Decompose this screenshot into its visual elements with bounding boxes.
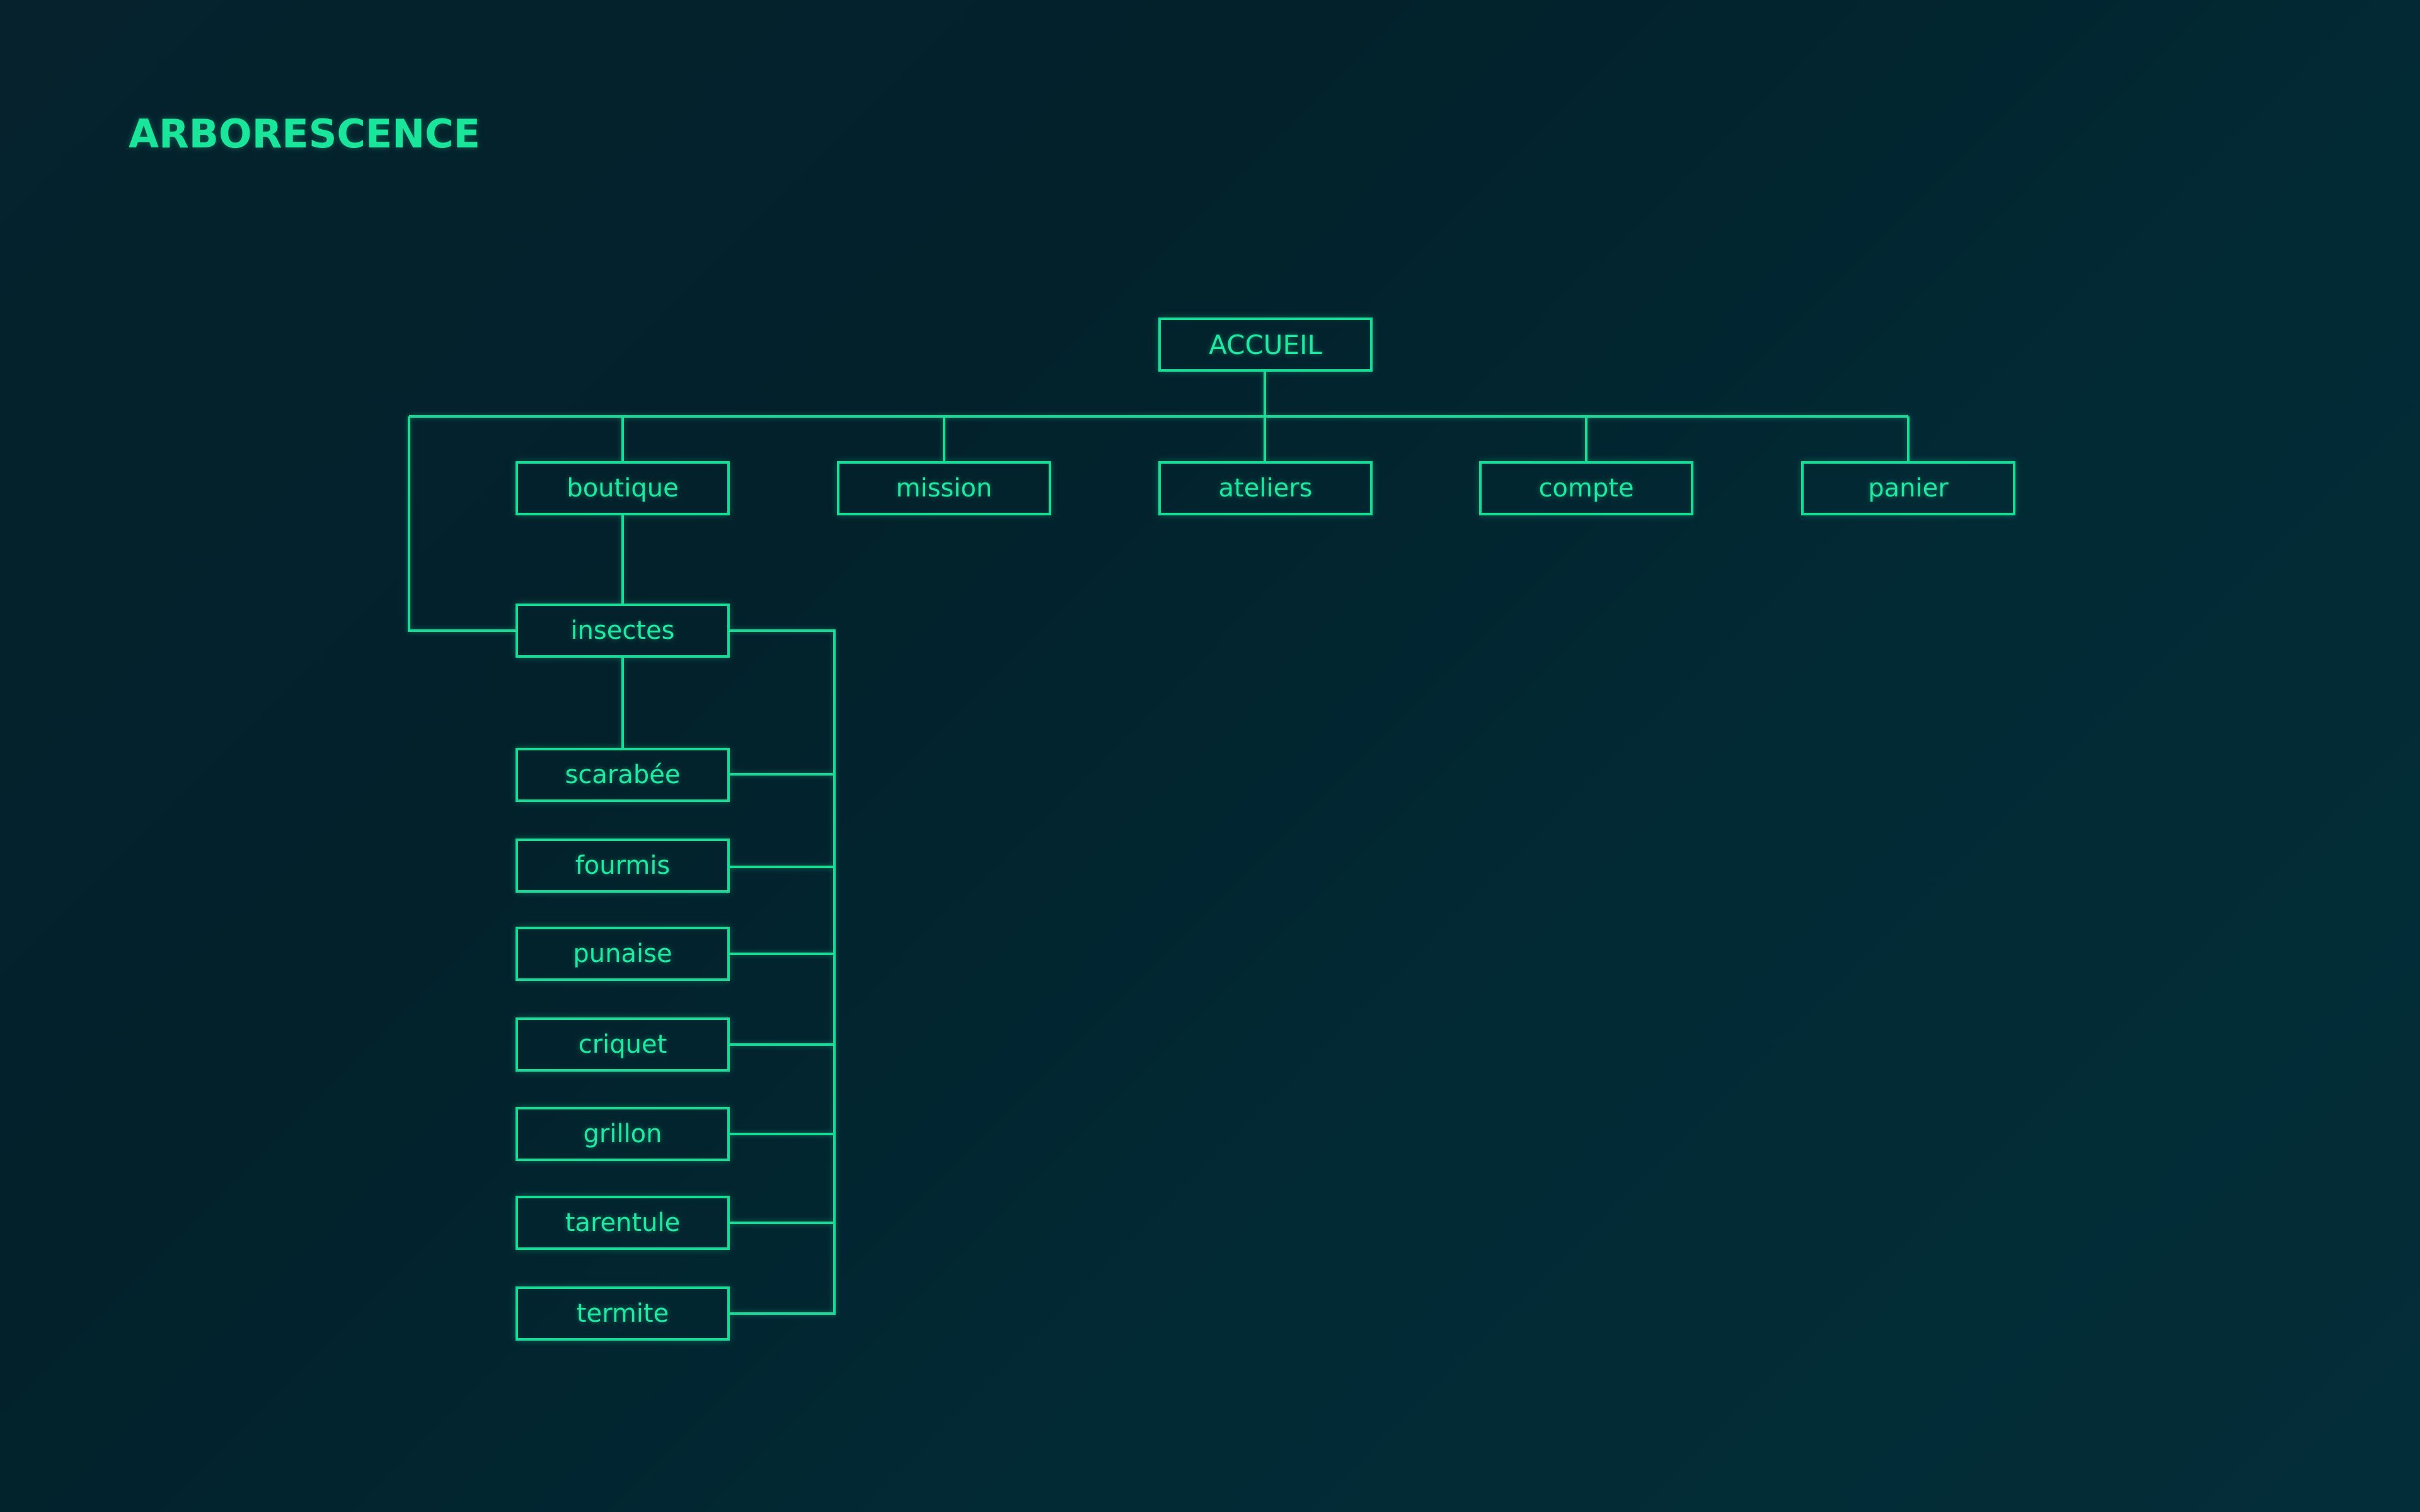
node-punaise: punaise bbox=[516, 927, 730, 981]
node-grillon: grillon bbox=[516, 1107, 730, 1161]
node-criquet: criquet bbox=[516, 1017, 730, 1072]
node-fourmis: fourmis bbox=[516, 839, 730, 893]
node-panier: panier bbox=[1801, 461, 2015, 515]
page-title: ARBORESCENCE bbox=[129, 111, 481, 157]
node-accueil: ACCUEIL bbox=[1158, 318, 1373, 372]
connector-right-bracket bbox=[730, 629, 836, 1315]
node-compte: compte bbox=[1479, 461, 1693, 515]
node-scarabee: scarabée bbox=[516, 748, 730, 802]
node-termite: termite bbox=[516, 1286, 730, 1341]
node-insectes: insectes bbox=[516, 604, 730, 658]
node-tarentule: tarentule bbox=[516, 1196, 730, 1250]
node-ateliers: ateliers bbox=[1158, 461, 1373, 515]
node-mission: mission bbox=[837, 461, 1051, 515]
node-boutique: boutique bbox=[516, 461, 730, 515]
connector-left-loop bbox=[408, 416, 516, 632]
